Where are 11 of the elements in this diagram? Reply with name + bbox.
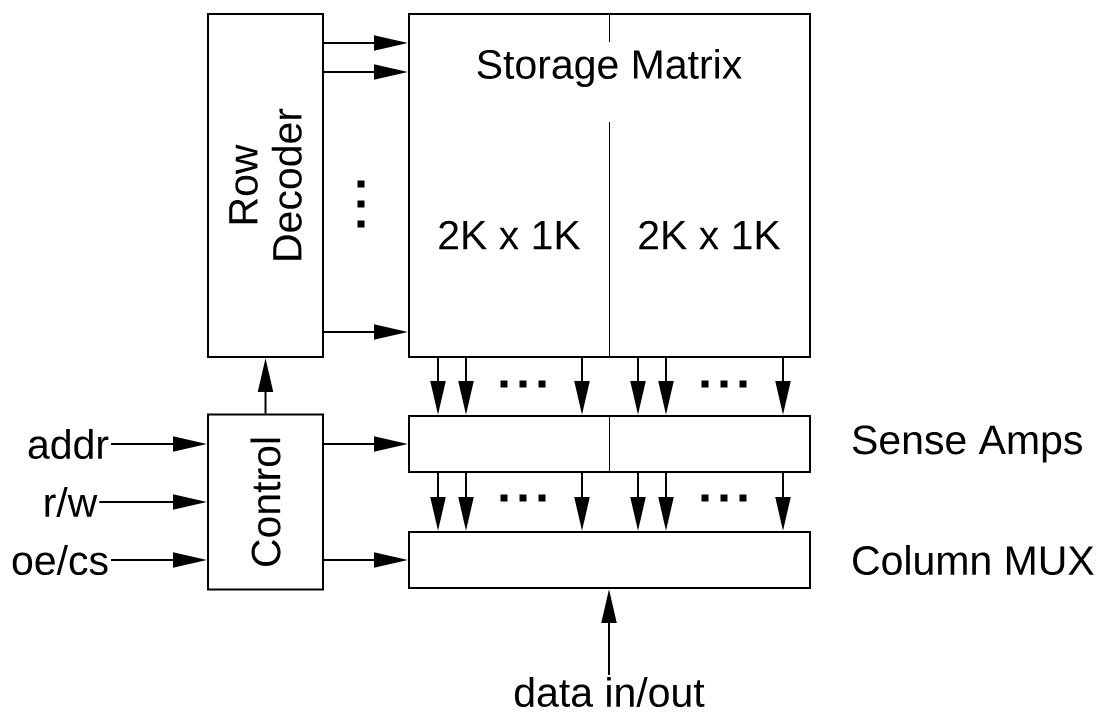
signal-label: r/w xyxy=(45,486,98,518)
box-label: Column MUX xyxy=(853,544,1094,576)
control-box: Control xyxy=(207,413,324,591)
storage-matrix-box: Storage Matrix 2K x 1K 2K x 1K xyxy=(408,13,811,358)
sense-amps-box xyxy=(408,415,811,473)
box-label: Sense Amps xyxy=(852,425,1082,463)
row-decoder-box: Row Decoder xyxy=(207,13,324,358)
signal-label: addr xyxy=(28,428,109,460)
signal-label: oe/cs xyxy=(12,544,108,576)
column-mux-box xyxy=(408,531,811,589)
signal-label: data in/out xyxy=(515,676,705,708)
